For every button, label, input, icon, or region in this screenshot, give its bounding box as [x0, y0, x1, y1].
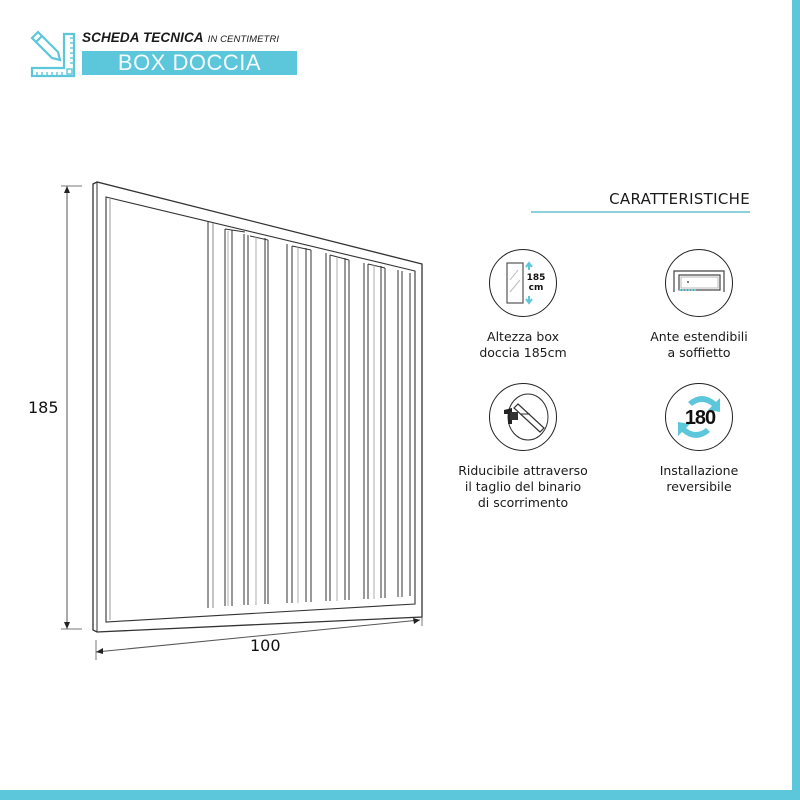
accent-border-bottom: [0, 790, 800, 800]
feature-label: Riducibile attraverso il taglio del bina…: [438, 463, 608, 511]
features-divider: [531, 211, 750, 213]
header-subtitle: IN CENTIMETRI: [207, 34, 280, 45]
feature-label-line: a soffietto: [667, 345, 731, 360]
feature-reversible: 180 Installazione reversibile: [614, 383, 784, 495]
feature-label-line: Installazione: [659, 463, 739, 478]
feature-label-line: reversibile: [666, 479, 732, 494]
cut-rail-icon: [489, 383, 557, 451]
svg-text:cm: cm: [529, 283, 544, 293]
header-title-text: SCHEDA TECNICA: [82, 30, 204, 45]
height-185cm-icon: 185 cm: [489, 249, 557, 317]
folding-door-icon: [665, 249, 733, 317]
feature-label: Installazione reversibile: [614, 463, 784, 495]
svg-text:185: 185: [527, 273, 546, 283]
feature-label-line: Altezza box: [487, 329, 559, 344]
ruler-pencil-icon: [28, 30, 78, 78]
feature-label-line: il taglio del binario: [464, 479, 582, 494]
feature-label-line: di scorrimento: [477, 495, 569, 510]
width-dimension-label: 100: [250, 636, 281, 655]
feature-cut-rail: Riducibile attraverso il taglio del bina…: [438, 383, 608, 511]
shower-box-drawing: [0, 0, 460, 680]
rotate-180-icon: 180: [665, 383, 733, 451]
feature-height: 185 cm Altezza box doccia 185cm: [438, 249, 608, 361]
product-name-banner: BOX DOCCIA: [82, 51, 297, 75]
feature-label-line: doccia 185cm: [479, 345, 567, 360]
feature-label-line: Ante estendibili: [650, 329, 748, 344]
feature-label-line: Riducibile attraverso: [458, 463, 588, 478]
feature-folding-doors: Ante estendibili a soffietto: [614, 249, 784, 361]
height-dimension-label: 185: [28, 398, 59, 417]
features-title: CARATTERISTICHE: [609, 190, 750, 208]
svg-text:180: 180: [685, 407, 716, 429]
accent-border-right: [792, 0, 800, 800]
feature-label: Ante estendibili a soffietto: [614, 329, 784, 361]
feature-label: Altezza box doccia 185cm: [438, 329, 608, 361]
